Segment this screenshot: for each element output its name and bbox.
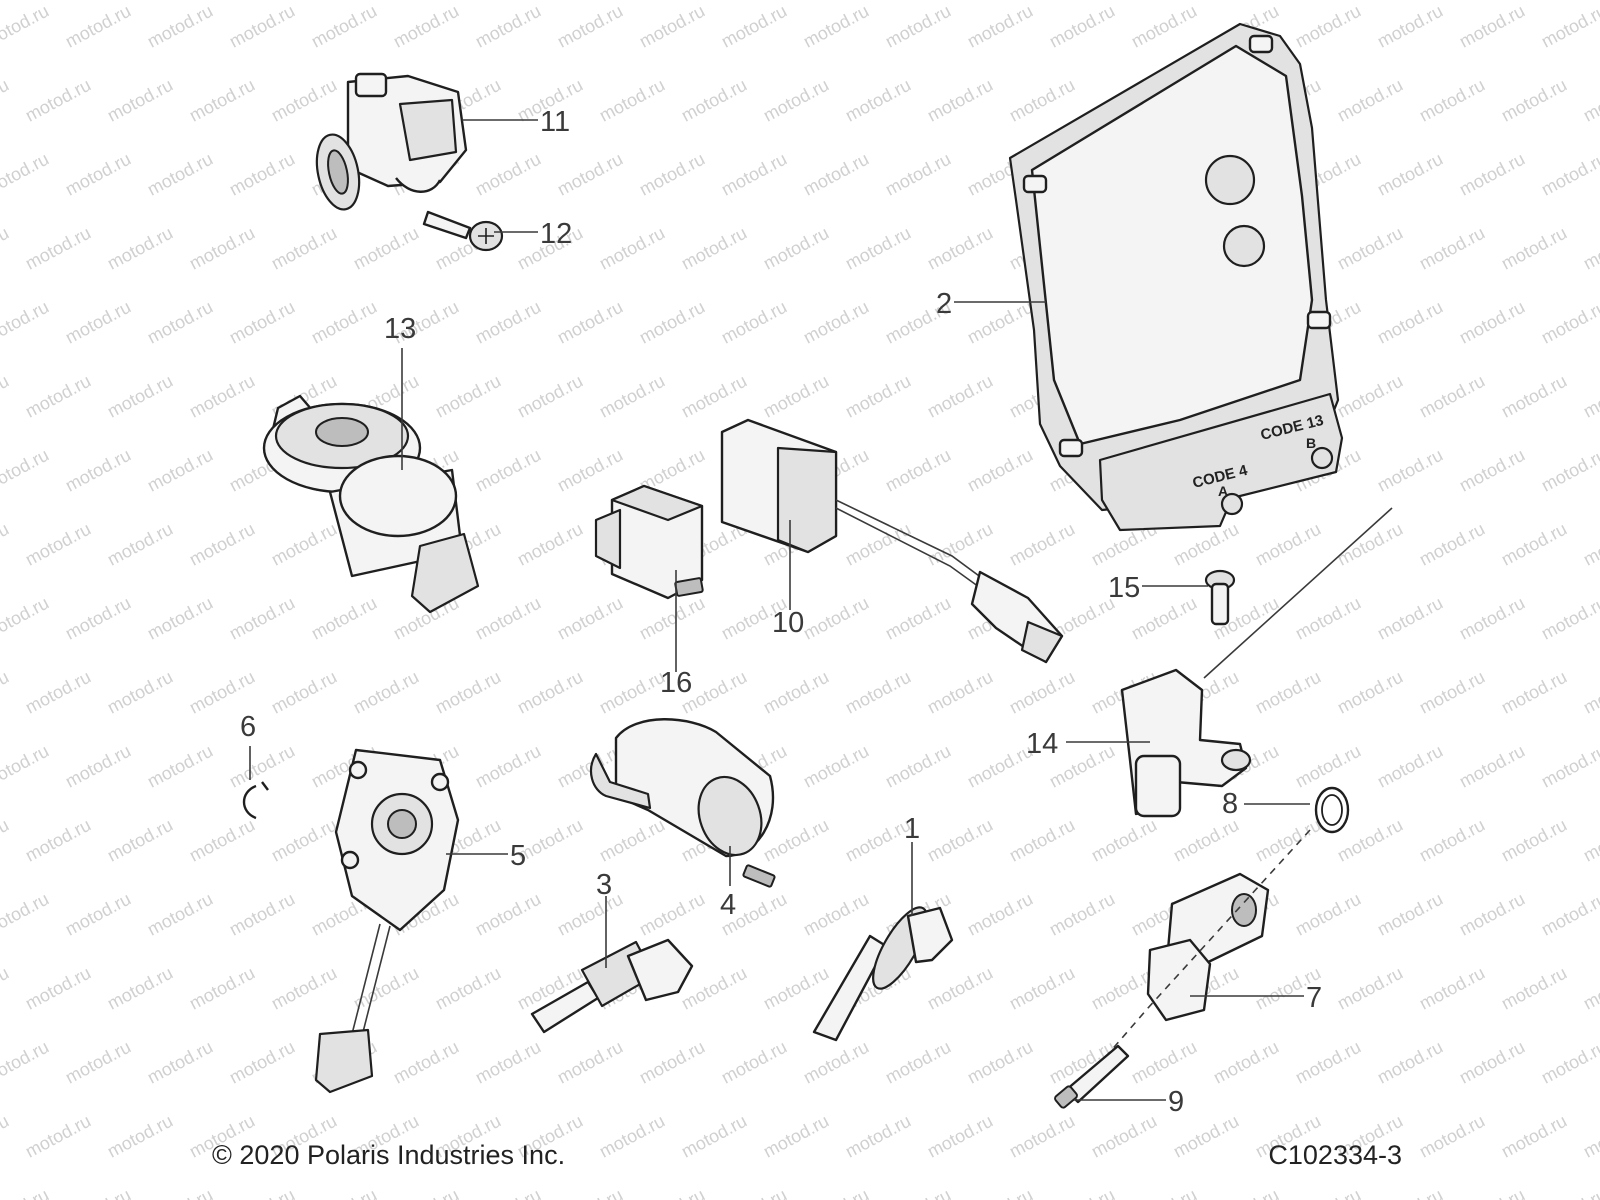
tip-over-sensor	[720, 418, 1064, 664]
callout-10: 10	[772, 607, 804, 639]
temperature-sensor	[530, 938, 694, 1034]
bolt	[1204, 569, 1236, 626]
callout-6: 6	[240, 711, 256, 743]
ecu: CODE 4 A CODE 13 B	[1008, 22, 1344, 532]
ecu-label-b-sub: B	[1306, 435, 1316, 451]
callout-13: 13	[384, 313, 416, 345]
callout-15: 15	[1108, 572, 1140, 604]
ecu-label-a-sub: A	[1218, 483, 1228, 499]
screw	[422, 210, 504, 252]
callout-14: 14	[1026, 728, 1058, 760]
callout-8: 8	[1222, 788, 1238, 820]
callout-2: 2	[936, 288, 952, 320]
speed-sensor	[1146, 872, 1270, 1022]
callout-labels: 11 12 13 2 10 16 15 14 8 6 5 4 3 1 7 9	[240, 106, 1322, 1118]
copyright-notice: © 2020 Polaris Industries Inc.	[212, 1140, 566, 1170]
leader-lines	[249, 119, 1310, 1101]
retaining-clip	[242, 781, 269, 820]
callout-16: 16	[660, 667, 692, 699]
relay	[594, 484, 704, 600]
o-ring	[1314, 786, 1350, 834]
callout-9: 9	[1168, 1086, 1184, 1118]
map-sensor	[315, 72, 468, 211]
callout-4: 4	[720, 889, 736, 921]
pin	[1054, 1044, 1130, 1109]
callout-12: 12	[540, 218, 572, 250]
crank-position-sensor	[1120, 507, 1393, 818]
callout-11: 11	[540, 106, 570, 138]
power-outlet	[589, 718, 776, 888]
callout-5: 5	[510, 840, 526, 872]
throttle-position-sensor	[314, 748, 460, 1094]
drawing-number: C102334-3	[1268, 1140, 1402, 1170]
air-temp-sensor	[812, 906, 954, 1042]
callout-3: 3	[596, 869, 612, 901]
ignition-switch	[262, 394, 480, 614]
callout-7: 7	[1306, 982, 1322, 1014]
callout-1: 1	[904, 813, 920, 845]
assembly-centerline	[1069, 829, 1311, 1099]
